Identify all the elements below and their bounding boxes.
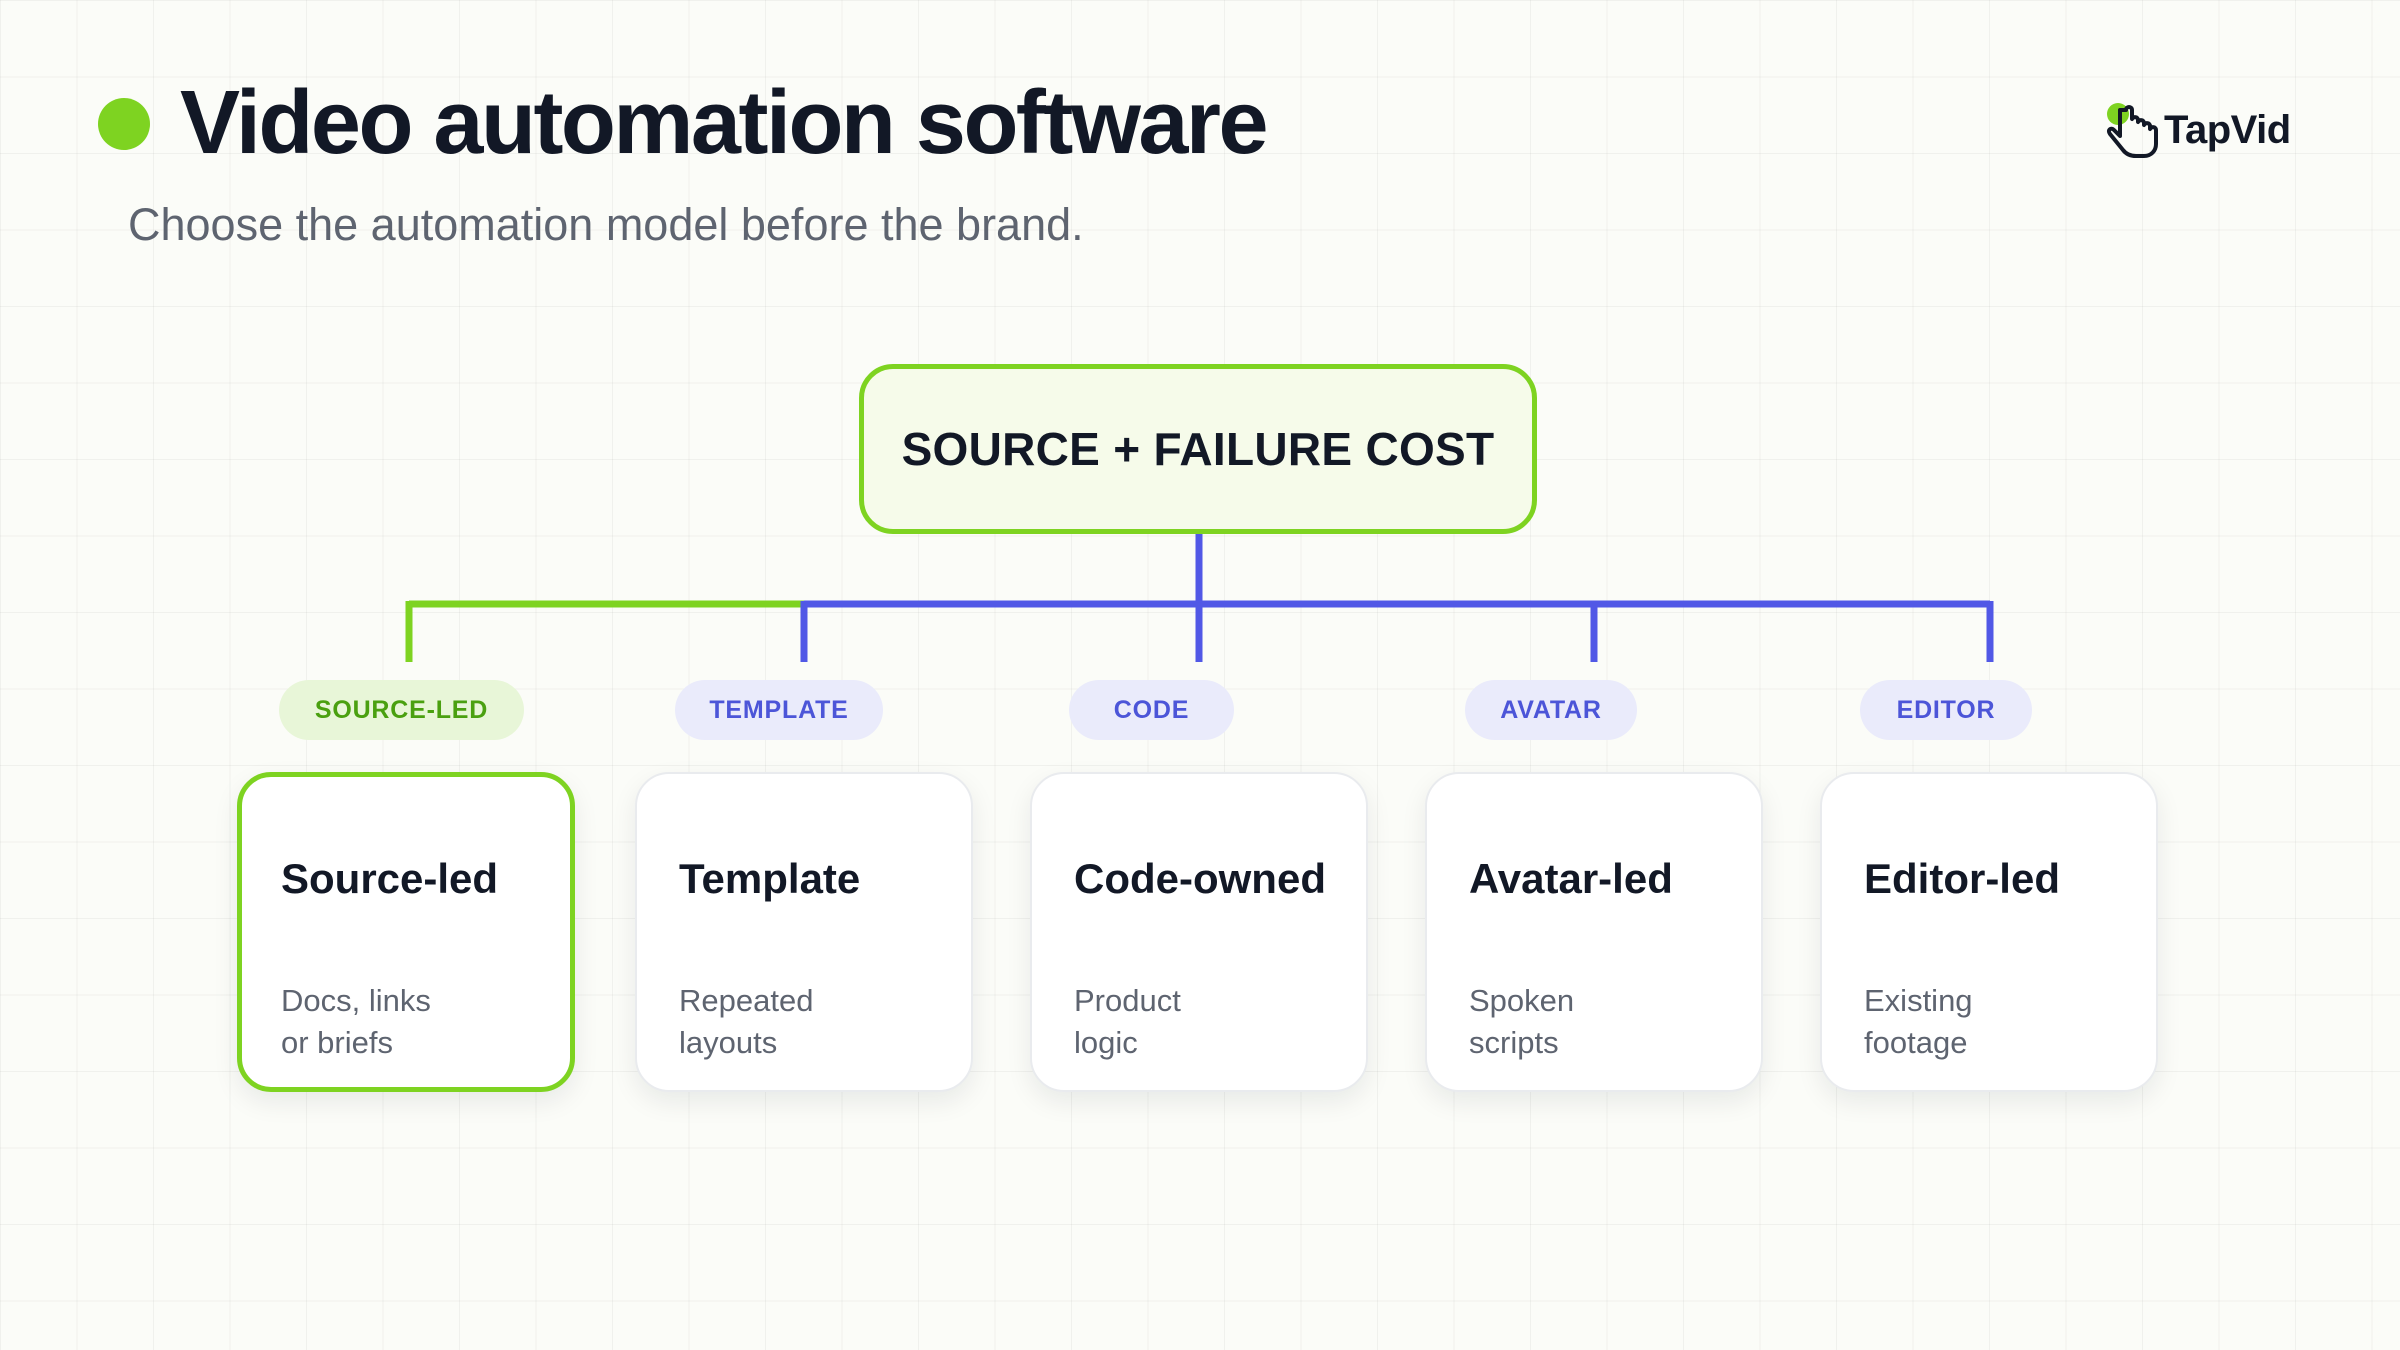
card-description-line: layouts [679, 1025, 778, 1060]
card-title: Source-led [281, 855, 499, 902]
card-description: Repeated layouts [679, 980, 813, 1064]
tag-code: CODE [1069, 680, 1234, 740]
card-avatar-led[interactable]: Avatar-led Spoken scripts [1425, 772, 1763, 1092]
card-title: Editor-led [1864, 855, 2060, 902]
card-title: Avatar-led [1469, 855, 1673, 902]
card-title: Template [679, 855, 861, 902]
tag-source-led: SOURCE-LED [279, 680, 524, 740]
tag-avatar: AVATAR [1465, 680, 1637, 740]
title-bullet-dot [98, 98, 150, 150]
card-description: Docs, links or briefs [281, 980, 431, 1064]
card-description-line: Repeated [679, 983, 814, 1018]
card-title: Code-owned [1074, 855, 1326, 902]
card-code-owned[interactable]: Code-owned Product logic [1030, 772, 1368, 1092]
card-description-line: Existing [1864, 983, 1973, 1018]
card-description: Existing footage [1864, 980, 1973, 1064]
brand-name: TapVid [2164, 107, 2291, 152]
card-description-line: or briefs [281, 1025, 393, 1060]
root-node-label: SOURCE + FAILURE COST [901, 423, 1495, 475]
card-description-line: Product [1074, 983, 1181, 1018]
page-subtitle: Choose the automation model before the b… [128, 199, 1084, 250]
brand-logo: TapVid [2104, 100, 2291, 160]
card-editor-led[interactable]: Editor-led Existing footage [1820, 772, 2158, 1092]
root-node: SOURCE + FAILURE COST [859, 364, 1537, 534]
card-description-line: Docs, links [281, 983, 431, 1018]
pointer-hand-icon [2106, 103, 2158, 158]
card-description-line: scripts [1469, 1025, 1559, 1060]
card-description-line: Spoken [1469, 983, 1575, 1018]
card-template[interactable]: Template Repeated layouts [635, 772, 973, 1092]
card-description: Spoken scripts [1469, 980, 1574, 1064]
card-description: Product logic [1074, 980, 1181, 1064]
page-title: Video automation software [180, 73, 1269, 173]
card-description-line: footage [1864, 1025, 1968, 1060]
tag-template: TEMPLATE [675, 680, 883, 740]
card-source-led[interactable]: Source-led Docs, links or briefs [237, 772, 575, 1092]
tag-editor: EDITOR [1860, 680, 2032, 740]
card-description-line: logic [1074, 1025, 1138, 1060]
